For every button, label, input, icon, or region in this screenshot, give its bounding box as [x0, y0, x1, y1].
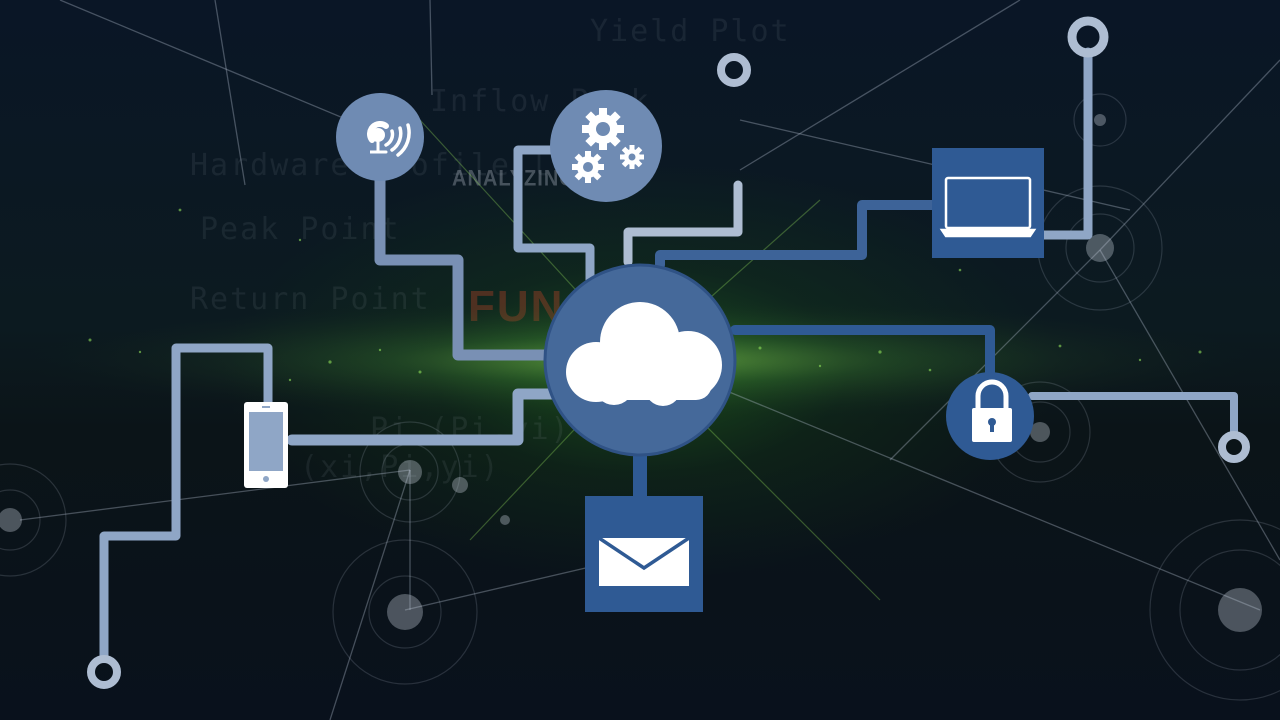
- settings-node[interactable]: [550, 90, 662, 202]
- cloud-icon: [566, 302, 722, 406]
- envelope-icon: [598, 536, 690, 586]
- circuit-wires: [87, 16, 1250, 689]
- smartphone-icon: [244, 402, 288, 488]
- laptop-icon: [939, 176, 1037, 238]
- background-network: [19, 0, 1280, 720]
- background-dots: [0, 114, 1262, 632]
- smartphone-node[interactable]: [244, 402, 288, 488]
- bg-text-line: (xi,Pi,yi): [300, 450, 501, 485]
- gears-icon: [572, 108, 644, 183]
- email-node[interactable]: [585, 496, 703, 612]
- bg-text-line: Yield Plot: [590, 14, 791, 49]
- satellite-dish-node[interactable]: [336, 93, 424, 181]
- laptop-node[interactable]: [932, 148, 1044, 258]
- bg-text-line: Peak Point: [200, 212, 401, 247]
- satellite-dish-icon: [367, 121, 411, 157]
- cloud-hub[interactable]: [543, 263, 737, 457]
- security-node[interactable]: [946, 372, 1034, 460]
- padlock-icon: [972, 379, 1012, 442]
